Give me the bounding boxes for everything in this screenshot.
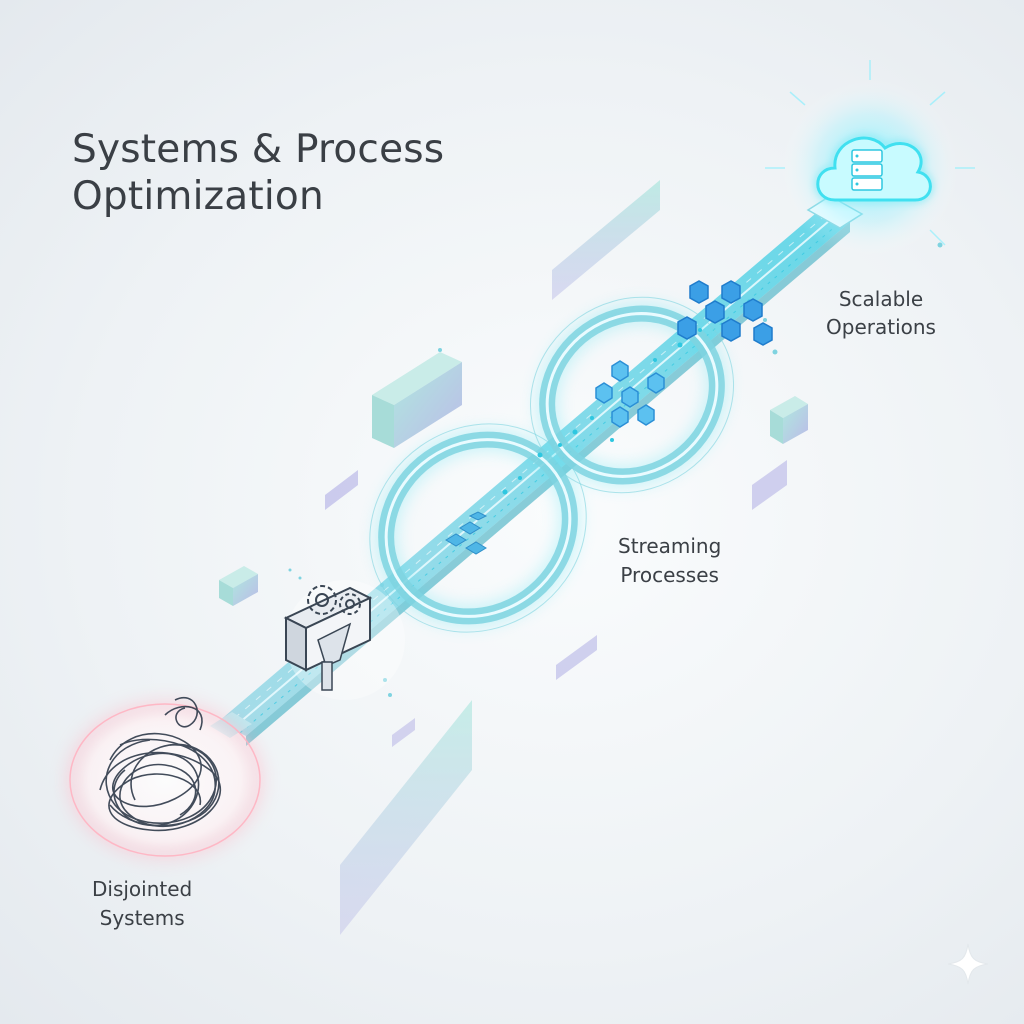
tangled-lines-icon [63,697,267,862]
floating-panel [392,718,415,747]
title-line-1: Systems & Process [72,127,445,172]
floating-cube [219,566,258,606]
stage-label-line-2: Systems [99,906,185,930]
sparkle-icon [947,943,989,985]
stage-label-disjointed-systems: Disjointed Systems [92,875,192,933]
floating-panel [556,635,597,680]
gear-icon [307,585,337,615]
stage-label-scalable-operations: Scalable Operations [826,285,936,341]
floating-cube [770,396,808,444]
stage-label-line-2: Processes [620,563,719,587]
title-line-2: Optimization [72,174,324,219]
stage-label-line-1: Scalable [838,287,924,311]
floating-panel [340,700,472,935]
sparkle-dots [288,242,943,697]
stage-label-line-1: Streaming [618,534,722,558]
funnel-icon [283,580,405,700]
streaming-loops [369,296,735,633]
gear-icon [339,593,361,615]
floating-panel [325,470,358,510]
floating-blocks [219,180,943,935]
stage-label-line-2: Operations [826,315,936,339]
stream-particles [502,328,702,495]
floating-panel [552,180,660,300]
stage-label-streaming-processes: Streaming Processes [618,532,721,590]
hexagon-cluster-icon [595,360,665,428]
cloud-server-icon [765,60,975,258]
hexagon-cluster-icon [677,280,773,346]
floating-cube [372,352,462,448]
block-pieces-icon [445,511,488,555]
page-title: Systems & Process Optimization [72,126,444,220]
stage-label-line-1: Disjointed [92,877,193,901]
floating-panel [752,460,787,510]
